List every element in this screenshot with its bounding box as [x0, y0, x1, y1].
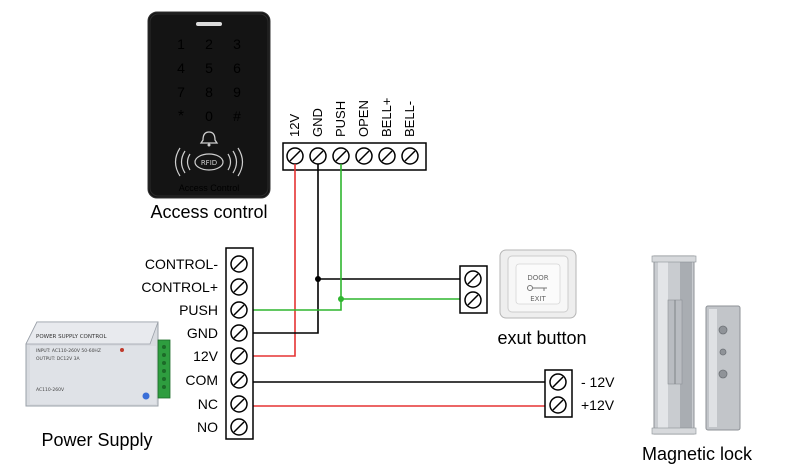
terminal-label: BELL- — [402, 101, 417, 137]
psu-knob — [142, 392, 150, 400]
bell-icon[interactable] — [199, 131, 219, 147]
keypad-key[interactable]: 0 — [205, 108, 213, 124]
wire-12v-red — [250, 164, 296, 357]
access-control-caption: Access control — [150, 202, 267, 222]
exit-button-caption: exut button — [497, 328, 586, 348]
rfid-icon: RFID — [174, 147, 244, 177]
exit-plate-bottom-text: EXIT — [530, 295, 546, 303]
keypad-key[interactable]: # — [233, 108, 241, 124]
keypad-key[interactable]: 8 — [205, 84, 213, 100]
terminal-screw[interactable] — [230, 347, 248, 365]
exit-plate-top-text: DOOR — [527, 274, 548, 282]
terminal-label: COM — [185, 372, 218, 388]
terminal-screw[interactable] — [549, 396, 567, 414]
device-brand-text: Access Control — [179, 183, 240, 193]
terminal-label: 12V — [193, 348, 219, 364]
terminal-label: GND — [187, 325, 218, 341]
terminal-label: CONTROL+ — [141, 279, 218, 295]
psu-terminal-labels: CONTROL- CONTROL+ PUSH GND 12V COM NC NO — [141, 256, 218, 435]
access-control-terminal-labels: 12V GND PUSH OPEN BELL+ BELL- — [287, 98, 417, 137]
terminal-screw[interactable] — [230, 371, 248, 389]
terminal-label: OPEN — [356, 100, 371, 137]
junction-dot — [315, 276, 321, 282]
terminal-screw[interactable] — [309, 147, 327, 165]
terminal-screw[interactable] — [355, 147, 373, 165]
lock-terminal-label: +12V — [581, 397, 615, 413]
exit-button-device[interactable]: DOOR EXIT — [499, 249, 577, 319]
terminal-screw[interactable] — [230, 395, 248, 413]
terminal-label: 12V — [287, 114, 302, 137]
psu-model-text: AC110-260V — [36, 387, 65, 393]
keypad-key[interactable]: * — [178, 108, 184, 125]
access-control-device: 1 2 3 4 5 6 7 8 9 * 0 # RFID Access — [147, 11, 271, 199]
psu-title-text: POWER SUPPLY CONTROL — [36, 334, 108, 340]
terminal-label: NC — [198, 396, 218, 412]
keypad-key[interactable]: 6 — [233, 60, 241, 76]
keypad-key[interactable]: 7 — [177, 84, 185, 100]
psu-output-text: OUTPUT: DC12V 3A — [36, 356, 80, 362]
wire-gnd-black — [250, 164, 319, 334]
magnetic-lock-terminal-block — [544, 369, 573, 418]
terminal-screw[interactable] — [230, 301, 248, 319]
terminal-screw[interactable] — [230, 278, 248, 296]
terminal-screw[interactable] — [332, 147, 350, 165]
exit-button-terminal-block — [459, 265, 488, 314]
psu-input-text: INPUT: AC110-260V 50-60HZ — [36, 348, 101, 354]
indicator-led — [196, 22, 222, 26]
terminal-screw[interactable] — [378, 147, 396, 165]
magnetic-lock-caption: Magnetic lock — [642, 444, 753, 464]
key-icon — [527, 285, 547, 291]
keypad-key[interactable]: 4 — [177, 60, 185, 76]
wire-push-green — [250, 164, 342, 311]
terminal-label: GND — [310, 108, 325, 137]
terminal-label: CONTROL- — [145, 256, 218, 272]
terminal-label: PUSH — [333, 101, 348, 137]
terminal-screw[interactable] — [464, 270, 482, 288]
terminal-screw[interactable] — [286, 147, 304, 165]
keypad-key[interactable]: 1 — [177, 36, 185, 52]
junction-dot — [338, 296, 344, 302]
keypad-key[interactable]: 3 — [233, 36, 241, 52]
terminal-screw[interactable] — [401, 147, 419, 165]
terminal-label: NO — [197, 419, 218, 435]
access-control-terminal-block — [282, 142, 427, 171]
psu-led — [120, 348, 124, 352]
terminal-label: BELL+ — [379, 98, 394, 137]
terminal-screw[interactable] — [549, 373, 567, 391]
terminal-screw[interactable] — [230, 418, 248, 436]
terminal-screw[interactable] — [464, 291, 482, 309]
terminal-screw[interactable] — [230, 324, 248, 342]
keypad[interactable]: 1 2 3 4 5 6 7 8 9 * 0 # — [177, 36, 241, 125]
keypad-key[interactable]: 9 — [233, 84, 241, 100]
rfid-label: RFID — [201, 159, 217, 167]
terminal-screw[interactable] — [230, 255, 248, 273]
magnetic-lock-device — [651, 255, 741, 435]
power-supply-caption: Power Supply — [41, 430, 152, 450]
terminal-label: PUSH — [179, 302, 218, 318]
lock-terminal-label: - 12V — [581, 374, 615, 390]
power-supply-device: POWER SUPPLY CONTROL INPUT: AC110-260V 5… — [25, 321, 171, 407]
keypad-key[interactable]: 2 — [205, 36, 213, 52]
keypad-key[interactable]: 5 — [205, 60, 213, 76]
psu-terminal-block — [225, 247, 254, 440]
